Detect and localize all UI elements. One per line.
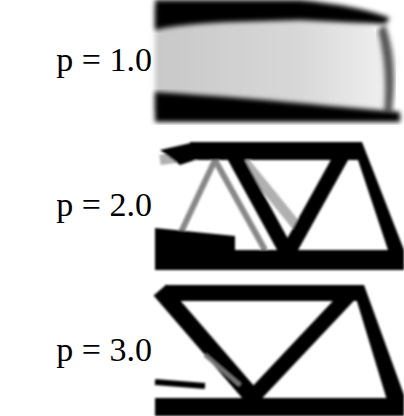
truss-p3 — [155, 285, 404, 416]
penalty-label: p = 2.0 — [56, 188, 152, 222]
density-field-p1 — [155, 0, 404, 122]
penalty-label: p = 1.0 — [56, 43, 152, 77]
penalty-label: p = 3.0 — [56, 333, 152, 367]
truss-p2 — [155, 142, 404, 270]
